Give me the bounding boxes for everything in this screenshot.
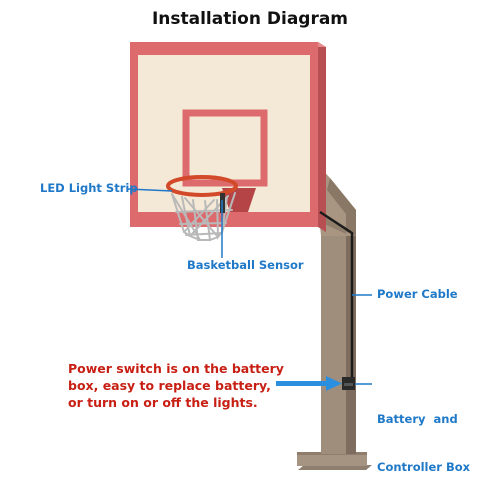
pole-base-plate bbox=[298, 465, 372, 470]
note-line-2: box, easy to replace battery, bbox=[68, 378, 271, 393]
label-led-light-strip: LED Light Strip bbox=[40, 181, 138, 195]
net bbox=[171, 192, 236, 242]
battery-arrow bbox=[276, 376, 342, 391]
note-line-1: Power switch is on the battery bbox=[68, 361, 284, 376]
diagram-title: Installation Diagram bbox=[151, 9, 349, 29]
label-battery-controller-box: Battery and Controller Box bbox=[377, 379, 470, 491]
rim bbox=[166, 175, 238, 197]
note-line-3: or turn on or off the lights. bbox=[68, 395, 258, 410]
power-switch-note: Power switch is on the battery box, easy… bbox=[68, 360, 284, 411]
label-battery-line1: Battery and bbox=[377, 412, 458, 426]
pole-base-block bbox=[297, 452, 367, 466]
label-basketball-sensor: Basketball Sensor bbox=[187, 258, 304, 272]
label-battery-line2: Controller Box bbox=[377, 460, 471, 474]
leader-led-strip bbox=[127, 188, 173, 192]
backboard-target-square bbox=[182, 109, 268, 187]
label-power-cable: Power Cable bbox=[377, 287, 458, 301]
power-cable bbox=[319, 210, 354, 382]
